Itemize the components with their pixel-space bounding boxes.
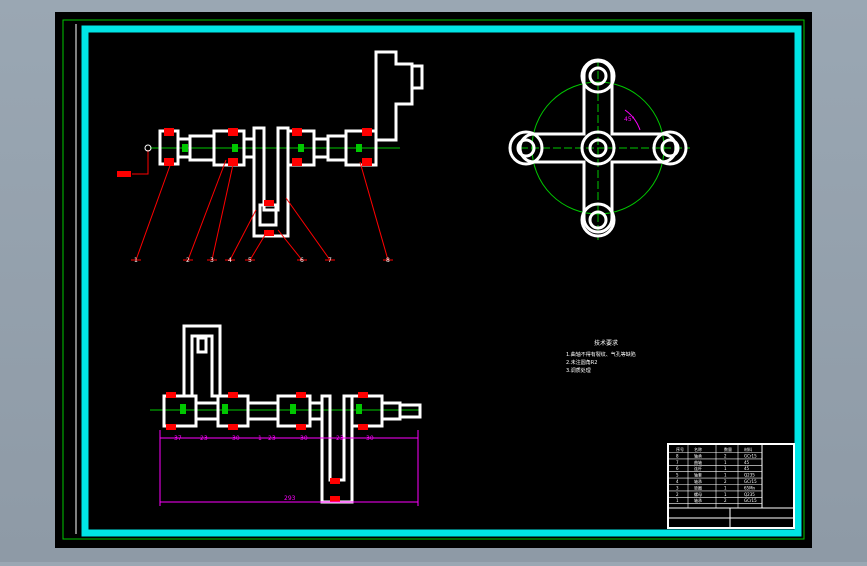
parts-cell: 连杆 — [694, 465, 702, 471]
parts-cell: 1 — [676, 498, 679, 503]
dimension-lines — [159, 430, 419, 506]
balloon-leaders — [131, 159, 393, 261]
balloon-2: 2 — [186, 257, 190, 264]
green-hatch-bottom — [180, 404, 362, 414]
tech-note-line: 2.未注圆角R2 — [566, 359, 597, 366]
parts-cell: 轴套 — [694, 472, 702, 478]
balloon-labels: 1 2 3 4 5 6 7 8 — [134, 257, 390, 264]
parts-cell: 45 — [744, 460, 750, 465]
parts-cell: 7 — [676, 460, 679, 465]
overall-dimension: 293 — [284, 495, 296, 502]
green-hatch-top — [182, 144, 362, 152]
angle-label: 45° — [624, 116, 635, 123]
dimension-segment: 30 — [300, 435, 308, 442]
dimension-segment: 23 — [336, 435, 344, 442]
balloon-1: 1 — [134, 257, 138, 264]
parts-cell: GCr15 — [744, 453, 757, 458]
parts-cell: 6 — [676, 466, 679, 471]
parts-cell: 曲轴 — [694, 459, 702, 465]
parts-cell: GCr15 — [744, 479, 757, 484]
parts-cell: 4 — [676, 479, 679, 484]
leader-line — [229, 209, 257, 261]
dimension-segment: 23 — [268, 435, 276, 442]
crankshaft-bottom-view — [150, 324, 422, 504]
dimension-segment: 30 — [366, 435, 374, 442]
bearing-marks-bottom — [166, 392, 368, 502]
balloon-8: 8 — [386, 257, 390, 264]
parts-cell: 2 — [676, 492, 679, 497]
leader-line — [211, 159, 235, 261]
tech-notes-title: 技术要求 — [594, 339, 618, 347]
parts-cell: 轴承 — [694, 478, 702, 484]
parts-cell: 1 — [724, 473, 727, 478]
leader-line — [187, 159, 227, 261]
dimension-segment: 1 — [258, 435, 262, 442]
leader-line — [277, 229, 303, 261]
parts-cell: 1 — [724, 485, 727, 490]
parts-cell: 1 — [724, 492, 727, 497]
tech-note-line: 1.曲轴不得有裂纹、气孔等缺陷 — [566, 351, 636, 358]
parts-cell: 2 — [724, 479, 727, 484]
balloon-3: 3 — [210, 257, 214, 264]
dimension-segment: 30 — [232, 435, 240, 442]
datum-symbol — [144, 144, 152, 152]
parts-cell: 垫圈 — [694, 484, 702, 490]
leader-line — [359, 161, 389, 261]
parts-cell: 8 — [676, 453, 679, 458]
parts-cell: 2 — [724, 498, 727, 503]
parts-cell: 1 — [724, 466, 727, 471]
balloon-4: 4 — [228, 257, 232, 264]
parts-cell: 65Mn — [744, 485, 756, 490]
parts-cell: 轴承 — [694, 497, 702, 503]
parts-cell: Q235 — [744, 473, 755, 478]
balloon-6: 6 — [300, 257, 304, 264]
parts-cell: 3 — [676, 485, 679, 490]
tech-note-line: 3.调质处理 — [566, 367, 591, 374]
drawing-frame — [81, 25, 802, 537]
leader-line — [285, 197, 331, 261]
parts-cell: 45 — [744, 466, 750, 471]
dimension-labels: 37 23 30 1 23 30 23 30 — [174, 435, 374, 442]
parts-cell: 2 — [724, 453, 727, 458]
parts-cell: GCr15 — [744, 498, 757, 503]
crankshaft-end-view: 45° — [508, 58, 690, 240]
balloon-7: 7 — [328, 257, 332, 264]
leader-line — [135, 159, 173, 261]
parts-cell: 5 — [676, 473, 679, 478]
outer-border — [62, 19, 805, 540]
parts-cell: 1 — [724, 460, 727, 465]
dimension-segment: 23 — [200, 435, 208, 442]
parts-cell: 轴承 — [694, 452, 702, 458]
datum-leader — [132, 150, 149, 175]
balloon-5: 5 — [248, 257, 252, 264]
bearing-marks-top — [117, 128, 372, 236]
parts-cell: 数量 — [724, 446, 732, 452]
parts-cell: 序号 — [676, 446, 684, 452]
technical-notes: 技术要求 1.曲轴不得有裂纹、气孔等缺陷 2.未注圆角R2 3.调质处理 — [566, 339, 636, 374]
parts-cell: Q235 — [744, 492, 755, 497]
dimension-segment: 37 — [174, 435, 182, 442]
leader-line — [249, 229, 269, 261]
parts-cell: 名称 — [694, 446, 702, 452]
parts-cell: 螺母 — [694, 491, 702, 497]
parts-cell: 材料 — [744, 446, 752, 452]
